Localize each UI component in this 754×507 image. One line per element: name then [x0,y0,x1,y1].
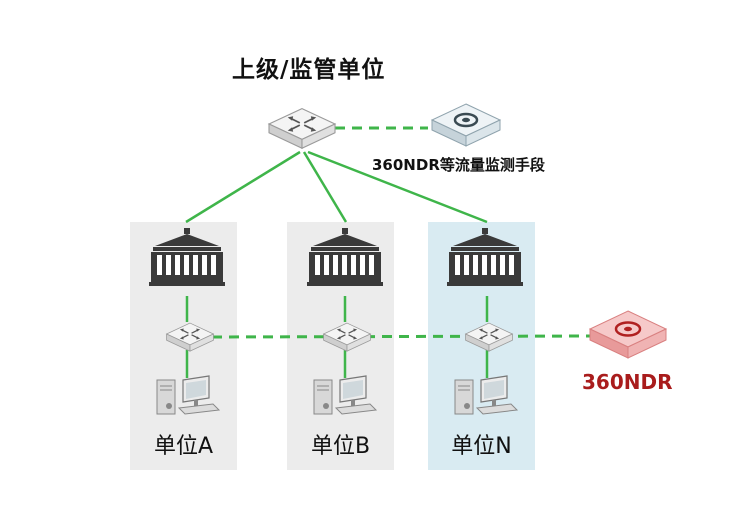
ndr-appliance-icon [430,102,502,148]
unit-label-b: 单位B [310,434,371,459]
building-icon [149,228,225,286]
server-icon [156,375,220,415]
switch-icon [322,322,372,352]
switch-icon [464,322,514,352]
ndr-right-label: 360NDR [582,370,673,394]
building-icon [307,228,383,286]
unit-vertical-links [185,296,489,378]
server-icon [454,375,518,415]
mirror-link-bottom [211,334,591,339]
unit-label-a: 单位A [153,434,214,459]
ndr-top-label: 360NDR等流量监测手段 [372,156,545,174]
unit-label-n: 单位N [451,434,512,459]
switch-icon [268,107,336,150]
server-icon [313,375,377,415]
diagram-title: 上级/监管单位 [232,57,386,83]
switch-icon [165,322,215,352]
ndr-appliance-icon [588,309,668,360]
building-icon [447,228,523,286]
uplink-lines [185,150,488,224]
